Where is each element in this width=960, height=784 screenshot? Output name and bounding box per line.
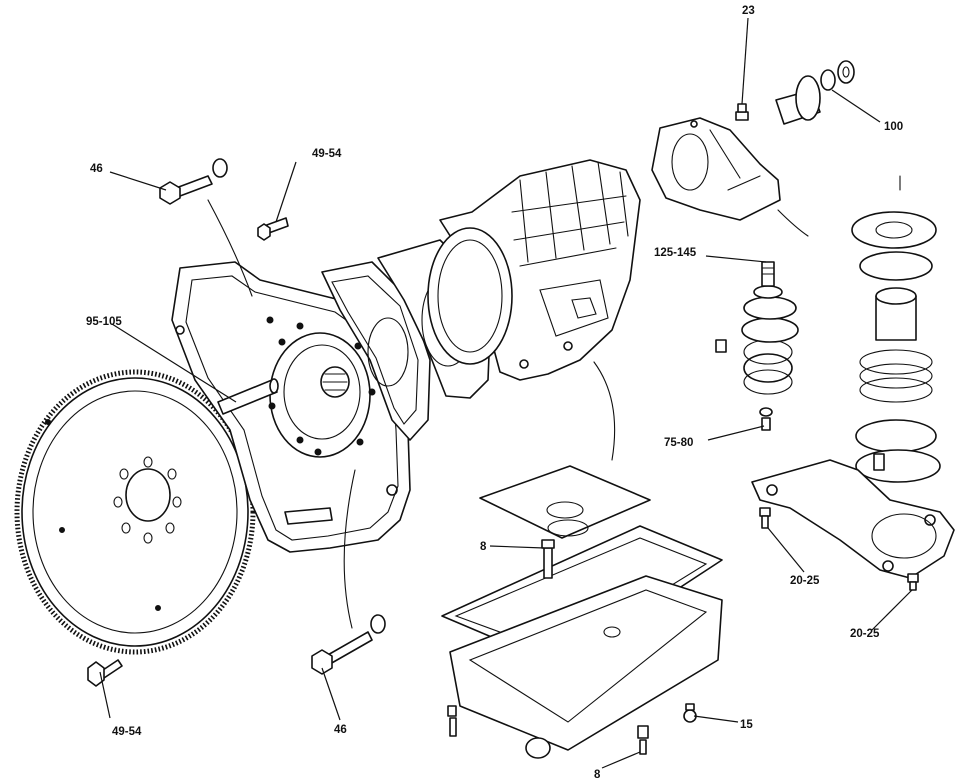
- right-mount-stack: [851, 211, 941, 483]
- bolt-46-top: [159, 158, 228, 205]
- label-49-54-bottom: 49-54: [112, 726, 142, 738]
- drain-plug-15: [683, 703, 697, 723]
- flywheel: [14, 369, 256, 655]
- label-46-top: 46: [90, 163, 103, 175]
- label-125-145: 125-145: [654, 247, 697, 259]
- assembly-guide-lines: [207, 175, 901, 629]
- label-49-54-top: 49-54: [312, 148, 342, 160]
- label-8-bottom: 8: [594, 769, 601, 781]
- label-95-105: 95-105: [86, 316, 122, 328]
- center-mount-stack: [715, 261, 799, 431]
- transmission-case: [427, 159, 641, 381]
- label-46-bottom: 46: [334, 724, 347, 736]
- bolt-20-25-a: [759, 507, 771, 529]
- label-75-80: 75-80: [664, 437, 693, 449]
- label-100: 100: [884, 121, 903, 133]
- label-8-pan: 8: [480, 541, 487, 553]
- extension-housing: [651, 117, 781, 221]
- label-20-25-a: 20-25: [790, 575, 820, 587]
- label-20-25-b: 20-25: [850, 628, 880, 640]
- bolt-8-pan: [541, 539, 555, 579]
- bolt-23: [735, 103, 749, 121]
- label-23: 23: [742, 5, 755, 17]
- bolt-49-54-bottom: [87, 659, 123, 687]
- bolt-49-54-top: [257, 217, 289, 241]
- bolt-20-25-b: [907, 573, 919, 591]
- oil-pan: [449, 575, 723, 759]
- bolt-46-bottom: [311, 614, 386, 675]
- leader-lines: [99, 17, 913, 769]
- gasket-front: [321, 261, 431, 441]
- filter-gasket: [479, 465, 651, 539]
- crossmember-bracket: [751, 459, 955, 579]
- part-labels: 46 49-54 95-105 49-54 46 8 8 15 23 100 1…: [86, 5, 903, 781]
- output-flange: [775, 60, 855, 125]
- clip-left: [447, 705, 457, 737]
- bolt-8-bottom: [637, 725, 649, 755]
- converter-shaft: [217, 378, 279, 415]
- bell-housing: [171, 261, 411, 553]
- label-15: 15: [740, 719, 753, 731]
